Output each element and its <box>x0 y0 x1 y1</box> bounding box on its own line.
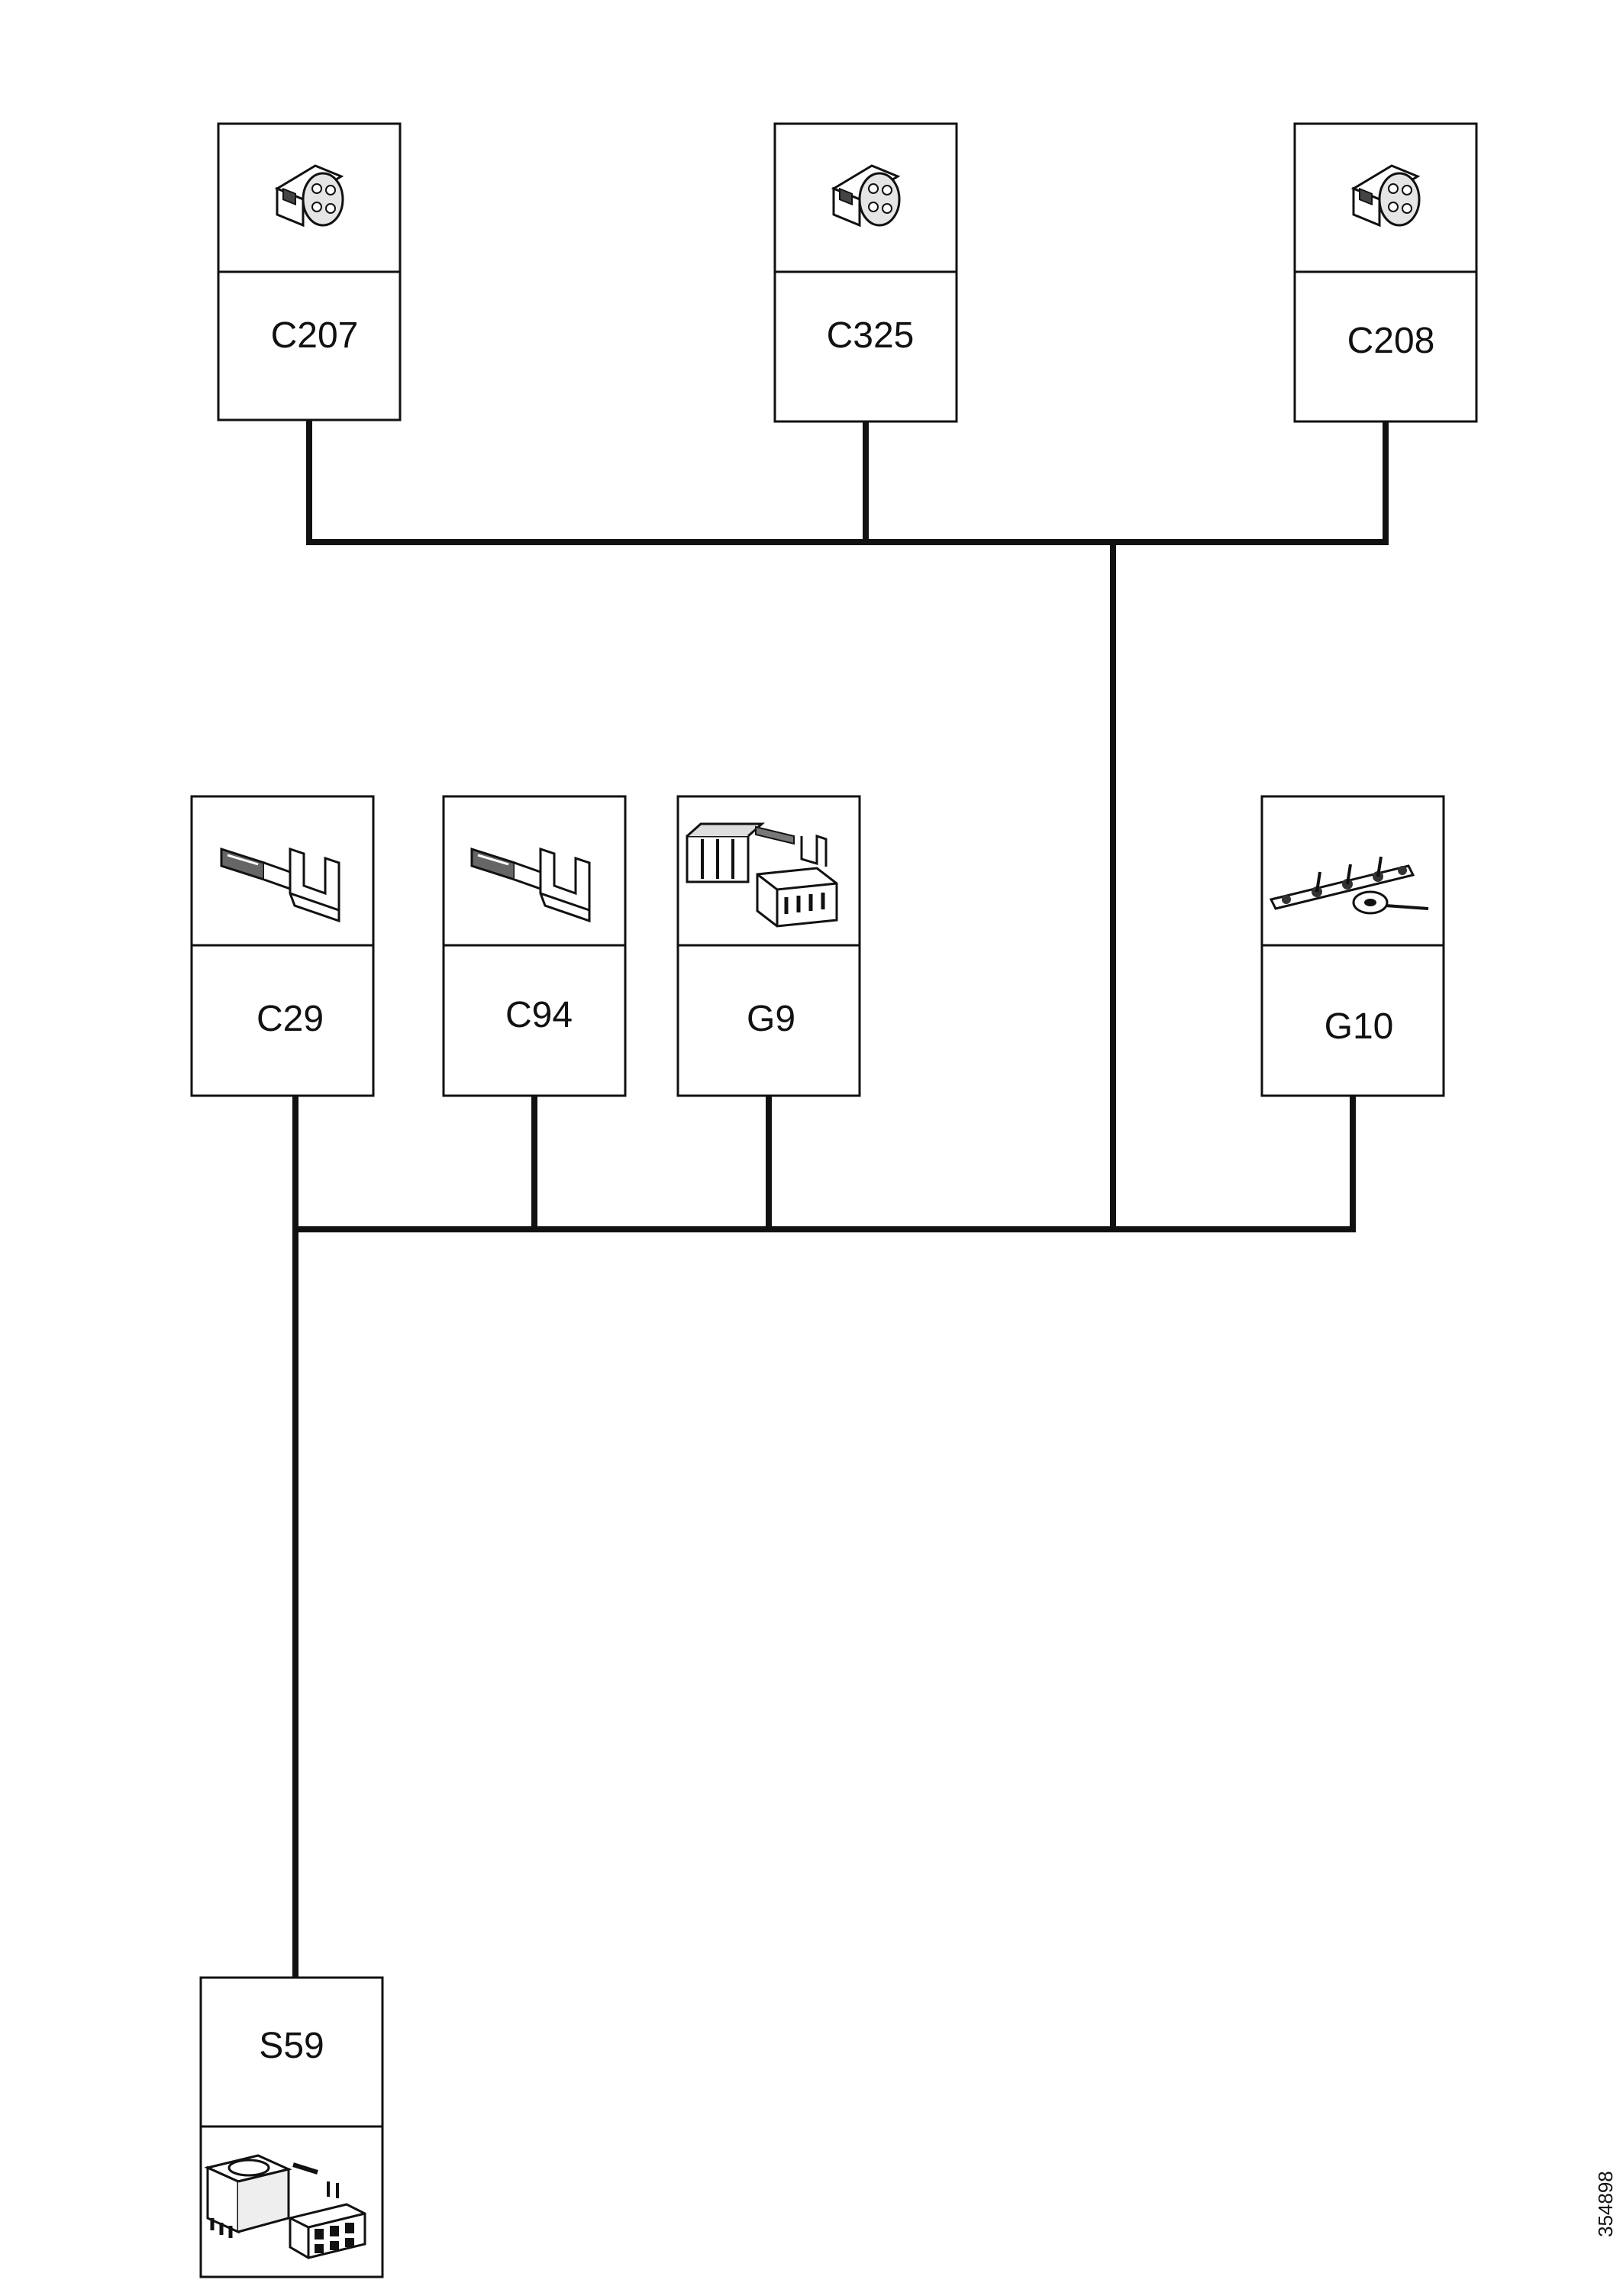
component-c29: C29 <box>190 795 375 1097</box>
wires <box>292 417 1389 1981</box>
component-label: C29 <box>257 999 324 1039</box>
component-label: S59 <box>259 2026 324 2066</box>
component-label: C207 <box>271 315 359 356</box>
component-g9: G9 <box>676 795 861 1097</box>
document-id: 354898 <box>1594 2171 1617 2237</box>
component-c94: C94 <box>442 795 627 1097</box>
component-g10: G10 <box>1260 795 1445 1097</box>
component-label: C94 <box>505 995 573 1035</box>
component-s59: S59 <box>199 1976 384 2278</box>
component-c207: C207 <box>217 122 402 421</box>
component-c208: C208 <box>1293 122 1478 423</box>
component-c325: C325 <box>773 122 958 423</box>
component-label: G10 <box>1325 1006 1394 1047</box>
component-label: G9 <box>747 999 795 1039</box>
component-label: C208 <box>1347 321 1435 361</box>
component-label: C325 <box>827 315 915 356</box>
